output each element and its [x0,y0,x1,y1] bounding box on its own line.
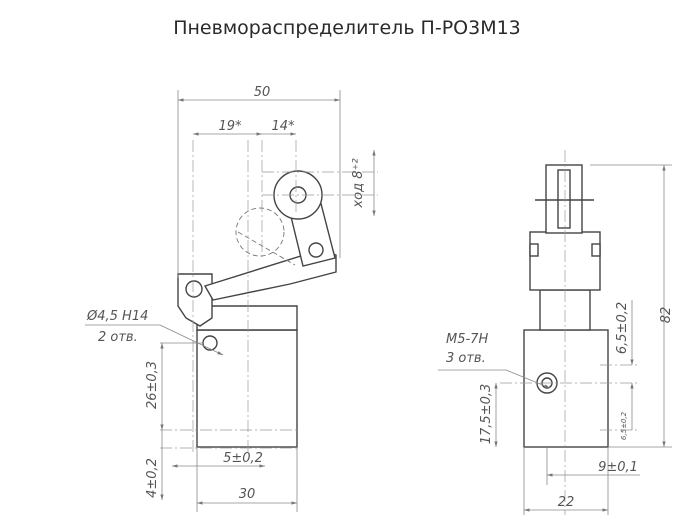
dim-6-5: 6,5±0,2 [615,302,630,354]
pivot-pin [185,280,203,298]
dim-6-5-small: 6,5±0,2 [620,411,628,440]
dim-thread: M5-7H [446,332,488,347]
front-view [85,90,378,512]
mounting-hole [202,335,218,351]
dim-4: 4±0,2 [145,458,160,498]
dimension-labels: 50 19* 14* ход 8⁺² Ø4,5 H14 2 отв. 26±0,… [86,85,674,510]
dim-9: 9±0,1 [598,460,638,475]
dim-5: 5±0,2 [223,451,263,466]
lever-alt-position [237,231,296,266]
roller-alt-position [235,207,285,257]
dim-50: 50 [254,85,271,100]
dim-17-5: 17,5±0,3 [479,384,494,445]
dim-22: 22 [558,495,575,510]
dim-14: 14* [271,119,295,134]
dim-82: 82 [659,307,674,324]
dim-30: 30 [239,487,256,502]
dim-stroke: ход 8⁺² [351,158,366,208]
dim-26: 26±0,3 [145,361,160,409]
valve-body-side [523,329,609,448]
dim-thread-count: 3 отв. [446,351,486,366]
dim-hole-count: 2 отв. [98,330,138,345]
side-view [438,150,672,515]
arm-pin [308,242,324,258]
drawing-title: Пневмораспределитель П-РО3М13 [173,17,521,39]
dim-19: 19* [218,119,242,134]
dim-hole-size: Ø4,5 H14 [86,309,148,324]
